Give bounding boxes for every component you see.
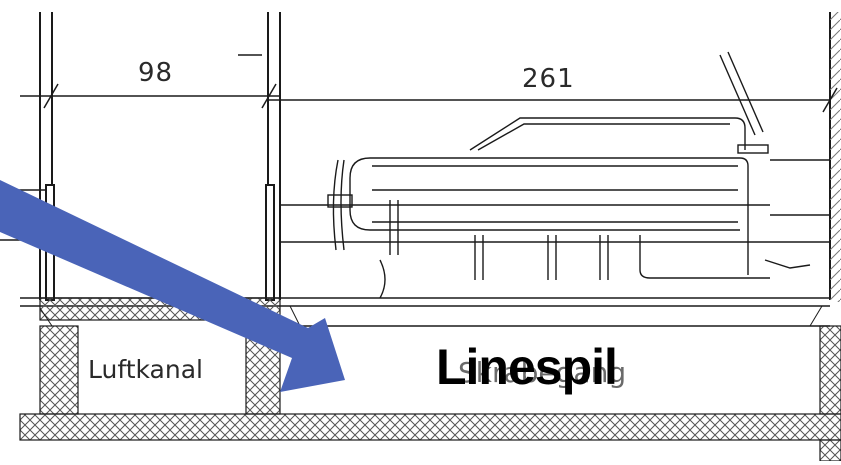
- floor-slab: [20, 297, 830, 327]
- channel-walls: [19, 307, 841, 462]
- farrowing-crate: [327, 51, 811, 299]
- callout-arrow: [0, 180, 345, 392]
- right-wall-hatch: [830, 12, 841, 302]
- dimension-label-right: 261: [522, 64, 575, 94]
- dimension-lines: [20, 54, 838, 113]
- callout-label: Linespil: [436, 339, 618, 395]
- room-label-duct: Luftkanal: [88, 355, 203, 384]
- room-label-pit: Skrabegang: [458, 356, 627, 389]
- dimension-label-left: 98: [138, 58, 174, 88]
